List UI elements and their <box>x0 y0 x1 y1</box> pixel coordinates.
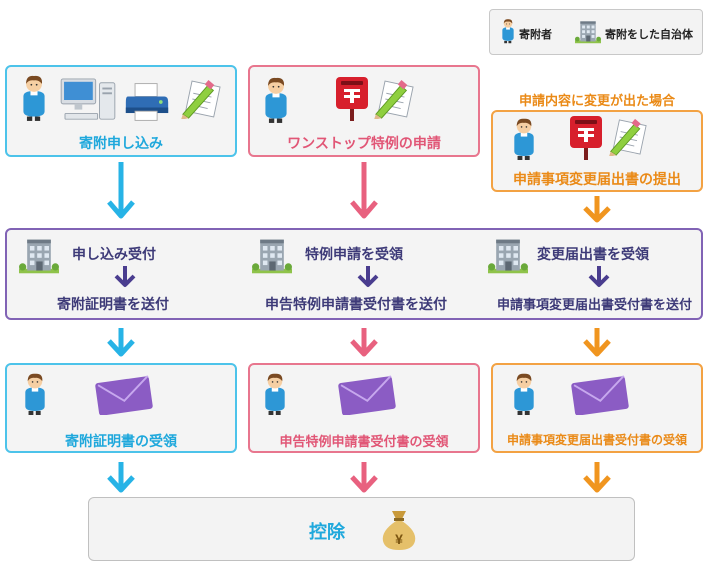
change-submit-label: 申請事項変更届出書の提出 <box>513 172 681 188</box>
receive-special-label: 特例申請を受領 <box>305 247 403 263</box>
mailbox-icon <box>335 75 369 123</box>
receive-change-label: 変更届出書を受領 <box>537 247 649 263</box>
change-receipt-received-label: 申請事項変更届出書受付書の受領 <box>506 433 687 447</box>
certificate-received-box: 寄附証明書の受領 <box>5 363 237 453</box>
arrow-purple-1 <box>114 266 136 287</box>
person-icon <box>510 373 538 415</box>
person-icon <box>19 75 49 121</box>
certificate-received-label: 寄附証明書の受領 <box>65 434 177 450</box>
onestop-apply-box: ワンストップ特例の申請 <box>248 65 480 157</box>
receive-application-label: 申し込み受付 <box>72 247 156 263</box>
arrow-orange-2 <box>583 328 611 357</box>
legend-municipality-label: 寄附をした自治体 <box>605 28 693 41</box>
person-icon <box>21 373 49 415</box>
change-submit-box: 申請事項変更届出書の提出 <box>491 110 703 192</box>
legend-donor-label: 寄附者 <box>519 28 552 41</box>
change-receipt-received-box: 申請事項変更届出書受付書の受領 <box>491 363 703 453</box>
send-change-receipt-label: 申請事項変更届出書受付書を送付 <box>497 298 693 313</box>
arrow-purple-3 <box>588 266 610 287</box>
onestop-apply-label: ワンストップ特例の申請 <box>287 136 441 152</box>
send-special-receipt-label: 申告特例申請書受付書を送付 <box>265 297 447 313</box>
person-icon <box>261 373 289 415</box>
building-icon <box>575 19 601 45</box>
arrow-orange-3 <box>583 462 611 493</box>
mailbox-icon <box>569 114 603 162</box>
special-receipt-received-box: 申告特例申請書受付書の受領 <box>248 363 480 453</box>
arrow-pink-1 <box>350 162 378 219</box>
pen-paper-icon <box>372 79 414 119</box>
envelope-icon <box>338 375 396 415</box>
legend: 寄附者 寄附をした自治体 <box>489 9 703 55</box>
special-receipt-received-label: 申告特例申請書受付書の受領 <box>279 435 449 450</box>
arrow-blue-3 <box>107 462 135 493</box>
arrow-pink-3 <box>350 462 378 493</box>
person-icon <box>510 118 538 160</box>
pen-paper-icon <box>179 79 221 119</box>
donation-apply-label: 寄附申し込み <box>79 136 163 152</box>
donation-apply-box: 寄附申し込み <box>5 65 237 157</box>
arrow-pink-2 <box>350 328 378 357</box>
printer-icon <box>124 81 170 123</box>
building-icon <box>19 236 59 276</box>
send-certificate-label: 寄附証明書を送付 <box>57 297 169 313</box>
person-icon <box>500 18 516 44</box>
arrow-orange-1 <box>583 196 611 223</box>
pen-paper-icon <box>607 118 647 156</box>
computer-icon <box>59 77 117 123</box>
building-icon <box>488 236 528 276</box>
deduction-box: 控除 <box>88 497 635 561</box>
deduction-label: 控除 <box>309 522 345 543</box>
envelope-icon <box>95 375 153 415</box>
money-bag-icon <box>379 506 419 552</box>
arrow-purple-2 <box>357 266 379 287</box>
envelope-icon <box>571 375 629 415</box>
municipality-box: 申し込み受付 寄附証明書を送付 特例申請を受領 申告特例申請書受付書を送付 変更… <box>5 228 703 320</box>
arrow-blue-1 <box>107 162 135 219</box>
arrow-blue-2 <box>107 328 135 357</box>
change-condition-label: 申請内容に変更が出た場合 <box>518 94 675 109</box>
building-icon <box>252 236 292 276</box>
person-icon <box>261 77 291 123</box>
